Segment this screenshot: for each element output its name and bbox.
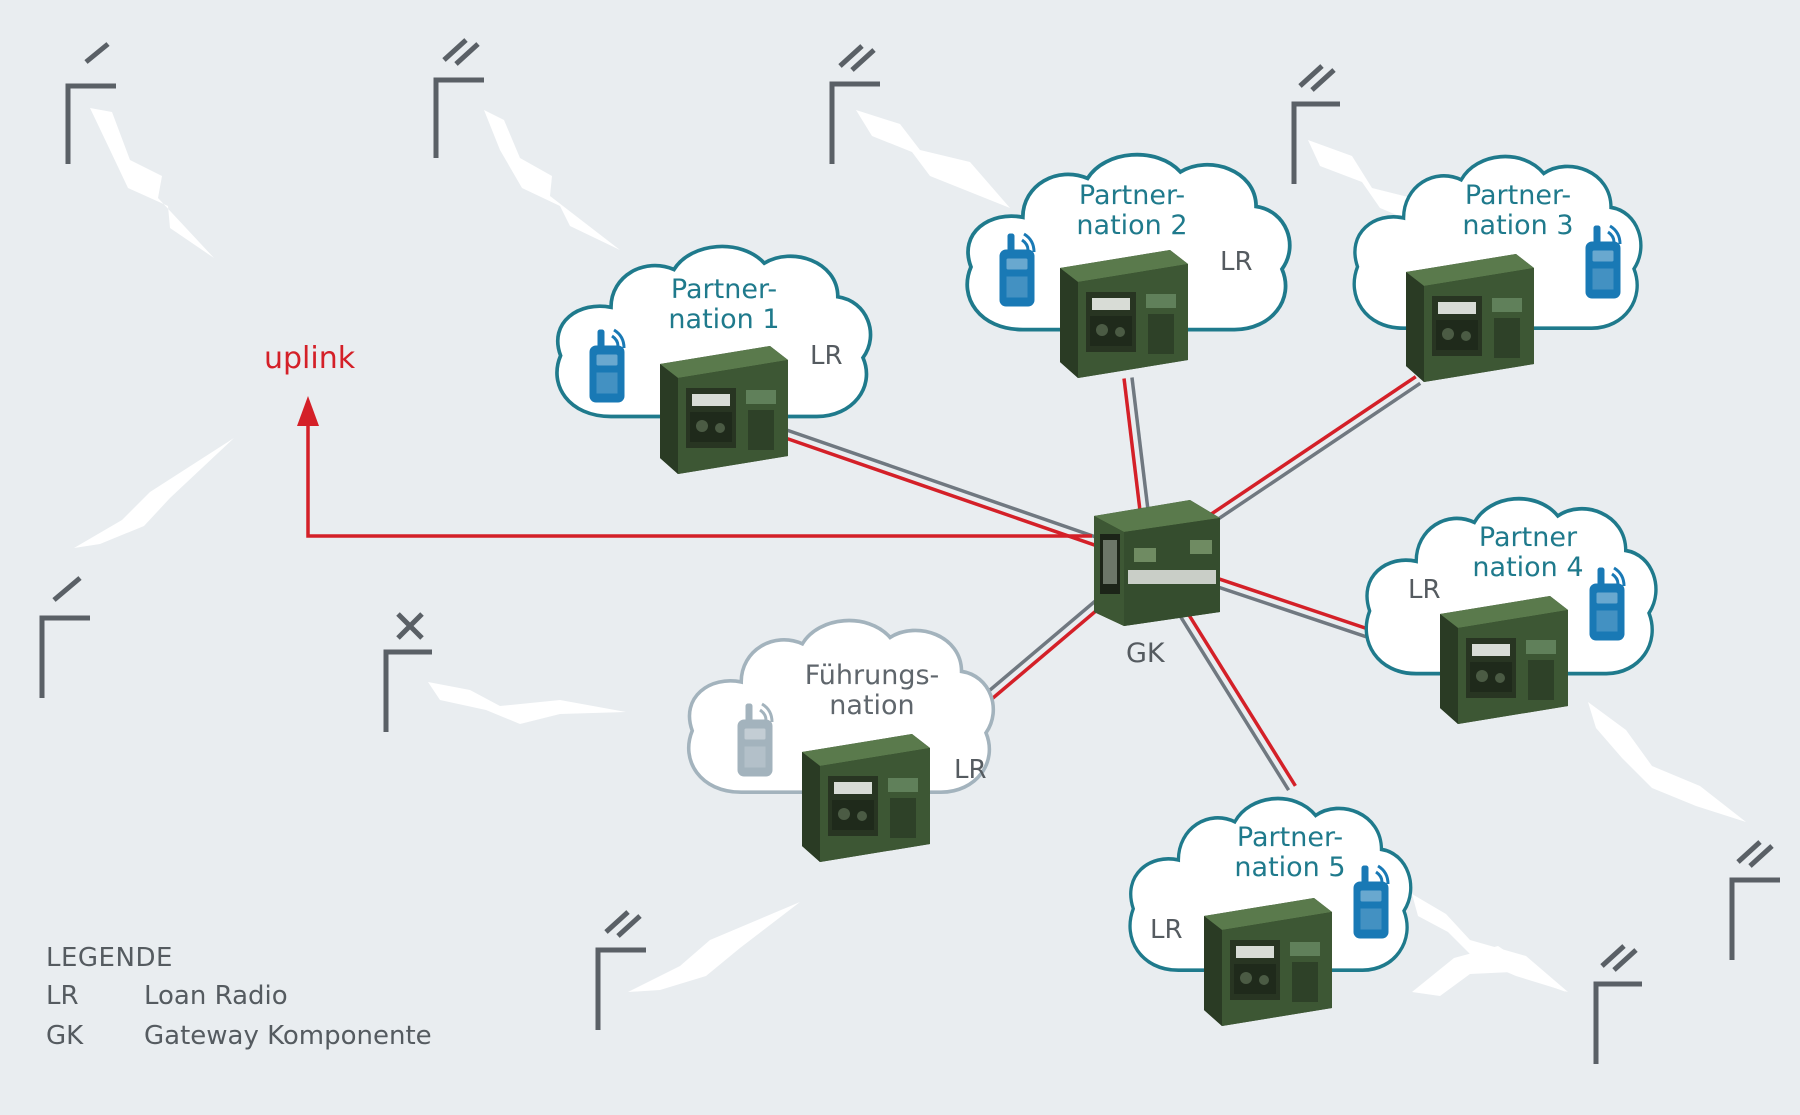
lightning-icon bbox=[90, 108, 214, 258]
uplink-label: uplink bbox=[264, 341, 356, 376]
antenna-icon bbox=[65, 42, 116, 164]
device-label-pn2: LR bbox=[1220, 247, 1253, 277]
gateway-label: GK bbox=[1126, 638, 1166, 669]
svg-text:nation 2: nation 2 bbox=[1076, 210, 1187, 241]
antenna-icon bbox=[1291, 64, 1340, 184]
legend-abbr: LR bbox=[46, 981, 79, 1011]
link-pn1-red bbox=[784, 436, 1150, 566]
legend: LEGENDE LR Loan Radio GK Gateway Kompone… bbox=[46, 943, 432, 1051]
svg-text:Partner-: Partner- bbox=[1465, 180, 1571, 211]
svg-text:nation 1: nation 1 bbox=[668, 304, 779, 335]
lightning-icon bbox=[484, 110, 620, 250]
svg-text:Führungs-: Führungs- bbox=[805, 660, 940, 691]
antenna-icon bbox=[39, 576, 90, 698]
svg-text:nation 5: nation 5 bbox=[1234, 852, 1345, 883]
antenna-icon bbox=[1593, 944, 1642, 1064]
uplink-arrow: uplink bbox=[264, 341, 1092, 538]
radio-link-bolts bbox=[74, 108, 1746, 996]
antenna-icon bbox=[829, 44, 880, 164]
antenna-icon bbox=[595, 910, 646, 1030]
legend-description: Loan Radio bbox=[144, 981, 288, 1011]
loan-radio-device-pn4 bbox=[1440, 596, 1568, 724]
uplink-line bbox=[306, 418, 1092, 538]
device-labels: LR LR LR LR LR GK bbox=[810, 247, 1441, 945]
antenna-icon bbox=[1729, 840, 1780, 960]
device-label-pn4: LR bbox=[1408, 575, 1441, 605]
svg-text:nation 4: nation 4 bbox=[1472, 552, 1583, 583]
device-label-pn1: LR bbox=[810, 341, 843, 371]
antenna-icon bbox=[383, 612, 432, 732]
legend-description: Gateway Komponente bbox=[144, 1021, 432, 1051]
svg-text:nation: nation bbox=[829, 690, 914, 721]
lightning-icon bbox=[628, 902, 800, 992]
device-label-pn5: LR bbox=[1150, 915, 1183, 945]
loan-radio-device-fn bbox=[802, 734, 930, 862]
gateway-component bbox=[1094, 500, 1220, 626]
svg-text:Partner-: Partner- bbox=[1237, 822, 1343, 853]
label-pn1: Partner- nation 1 bbox=[668, 274, 779, 335]
svg-text:Partner-: Partner- bbox=[1079, 180, 1185, 211]
uplink-arrowhead bbox=[297, 396, 319, 426]
loan-radio-device-pn3 bbox=[1406, 254, 1534, 382]
svg-text:Partner: Partner bbox=[1479, 522, 1578, 553]
antenna-markers bbox=[39, 38, 1780, 1064]
label-pn5: Partner- nation 5 bbox=[1234, 822, 1345, 883]
loan-radio-device-pn2 bbox=[1060, 250, 1188, 378]
device-label-fn: LR bbox=[954, 755, 987, 785]
loan-radio-device-pn5 bbox=[1204, 898, 1332, 1026]
label-pn2: Partner- nation 2 bbox=[1076, 180, 1187, 241]
loan-radio-device-pn1 bbox=[660, 346, 788, 474]
svg-text:nation 3: nation 3 bbox=[1462, 210, 1573, 241]
lightning-icon bbox=[74, 438, 234, 548]
label-fn: Führungs- nation bbox=[805, 660, 940, 721]
lightning-icon bbox=[428, 682, 626, 724]
label-pn4: Partner nation 4 bbox=[1472, 522, 1583, 583]
antenna-icon bbox=[433, 38, 484, 158]
legend-abbr: GK bbox=[46, 1021, 84, 1051]
lightning-icon bbox=[856, 110, 1010, 208]
label-pn3: Partner- nation 3 bbox=[1462, 180, 1573, 241]
lightning-icon bbox=[1588, 702, 1746, 822]
legend-title: LEGENDE bbox=[46, 943, 173, 973]
svg-text:Partner-: Partner- bbox=[671, 274, 777, 305]
lightning-icon bbox=[1412, 894, 1568, 992]
lightning-icon bbox=[1412, 946, 1566, 996]
